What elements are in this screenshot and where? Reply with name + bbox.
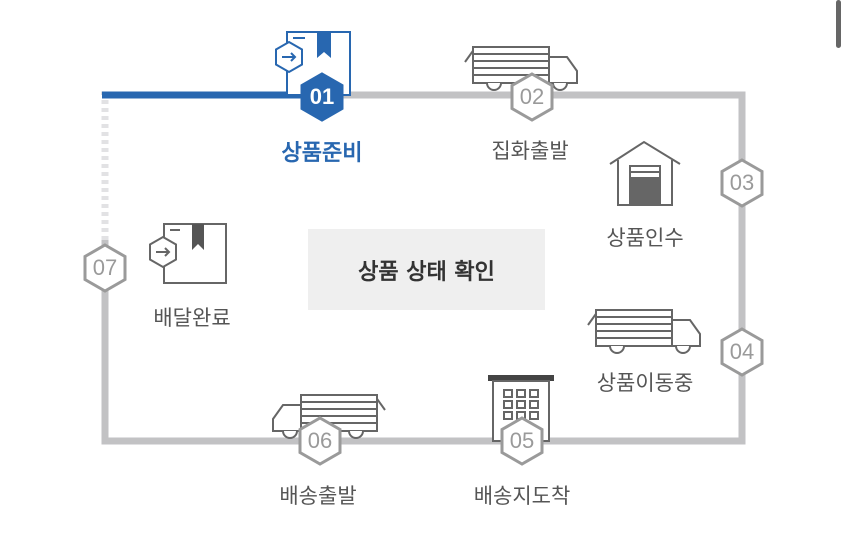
step-number: 01	[309, 84, 335, 109]
box-icon	[149, 223, 227, 284]
step-label: 상품인수	[606, 226, 684, 250]
hexagon-icon	[298, 416, 342, 466]
hexagon-icon	[300, 72, 344, 122]
step-badge-07: 07	[83, 243, 127, 293]
warehouse-icon	[609, 140, 681, 206]
step-label: 배송출발	[279, 484, 357, 508]
step-number: 05	[509, 428, 535, 453]
truck-icon	[587, 309, 701, 354]
step-badge-04: 04	[720, 327, 764, 377]
step-badge-05: 05	[500, 416, 544, 466]
hexagon-icon	[720, 327, 764, 377]
step-number: 02	[519, 84, 545, 109]
step-label: 상품이동중	[596, 371, 694, 395]
step-number: 07	[92, 255, 118, 280]
hexagon-icon	[83, 243, 127, 293]
step-badge-06: 06	[298, 416, 342, 466]
step-number: 04	[729, 339, 755, 364]
step-label: 배송지도착	[473, 484, 571, 508]
step-label: 상품준비	[281, 141, 363, 166]
step-number: 06	[307, 428, 333, 453]
step-badge-01: 01	[300, 72, 344, 122]
step-label: 집화출발	[491, 139, 569, 163]
hexagon-icon	[500, 416, 544, 466]
step-badge-02: 02	[510, 72, 554, 122]
hexagon-icon	[510, 72, 554, 122]
hexagon-icon	[720, 158, 764, 208]
status-check-title: 상품 상태 확인	[308, 229, 545, 310]
step-label: 배달완료	[153, 306, 231, 330]
scrollbar[interactable]	[836, 0, 841, 48]
step-badge-03: 03	[720, 158, 764, 208]
step-number: 03	[729, 170, 755, 195]
